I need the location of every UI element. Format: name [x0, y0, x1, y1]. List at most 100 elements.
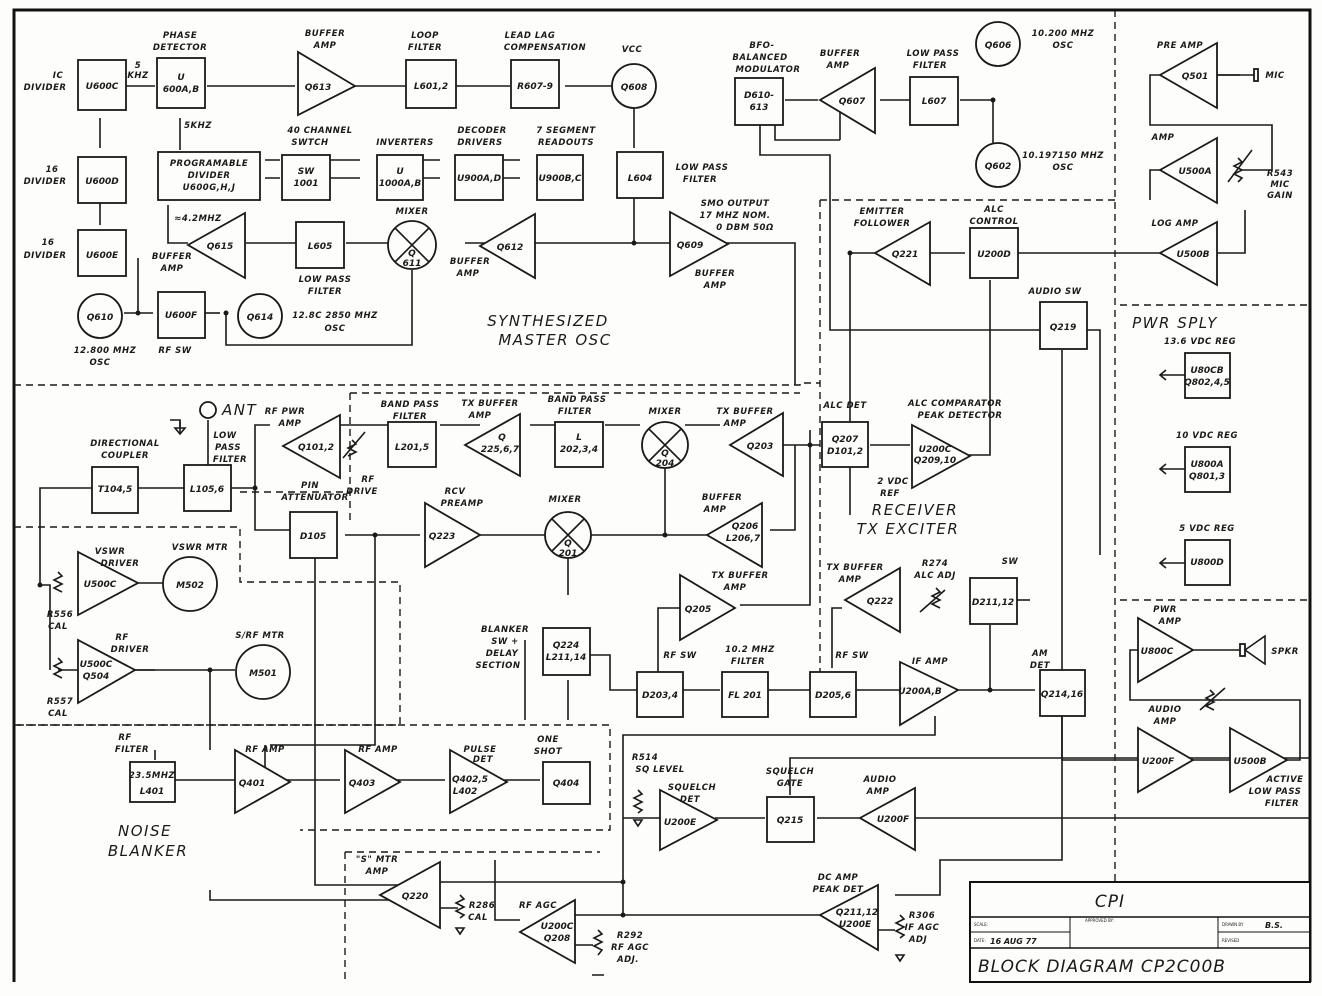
antenna: ANT	[173, 401, 256, 436]
svg-text:VCC: VCC	[622, 45, 643, 55]
svg-text:DET: DET	[473, 755, 494, 765]
r292-pot-icon	[575, 929, 604, 976]
block-q614: Q614 12.8C 2850 MHZ OSC	[237, 293, 378, 339]
svg-text:Q221: Q221	[892, 250, 918, 260]
svg-text:PREAMP: PREAMP	[441, 499, 484, 509]
svg-text:AMP: AMP	[313, 41, 337, 51]
svg-text:2 VDC: 2 VDC	[877, 477, 909, 487]
svg-text:Q608: Q608	[621, 83, 647, 93]
svg-text:COUPLER: COUPLER	[101, 451, 149, 461]
svg-text:L211,14: L211,14	[546, 653, 586, 663]
block-q401: Q401 RF AMP	[234, 745, 292, 815]
svg-text:AMP: AMP	[1151, 133, 1175, 143]
block-q611-mixer: Q 611 MIXER	[387, 207, 437, 270]
svg-text:Q: Q	[661, 449, 669, 459]
svg-text:DECODER: DECODER	[457, 126, 506, 136]
block-q602: Q602 10.197150 MHZ OSC	[975, 142, 1104, 188]
block-t1045: T104,5 DIRECTIONAL COUPLER	[90, 439, 159, 514]
svg-text:204: 204	[656, 459, 675, 469]
svg-text:BLANKER: BLANKER	[481, 625, 529, 635]
r286-pot-icon	[440, 894, 466, 936]
svg-text:LEAD LAG: LEAD LAG	[505, 31, 556, 41]
block-r607: R607-9 LEAD LAG COMPENSATION	[504, 31, 586, 109]
svg-text:SPKR: SPKR	[1271, 647, 1298, 657]
svg-text:Q206: Q206	[732, 522, 758, 532]
svg-text:40 CHANNEL: 40 CHANNEL	[286, 126, 352, 136]
revised-label: REVISED	[1222, 938, 1239, 943]
svg-text:SQUELCH: SQUELCH	[766, 767, 814, 777]
svg-text:U500C: U500C	[80, 660, 113, 670]
svg-text:M501: M501	[249, 669, 277, 679]
svg-text:MIC: MIC	[1265, 71, 1285, 81]
svg-text:BUFFER: BUFFER	[820, 49, 860, 59]
svg-text:AMP: AMP	[703, 505, 727, 515]
section-borders	[14, 10, 1310, 982]
section-synth-subtitle: MASTER OSC	[498, 331, 611, 349]
svg-text:Q801,3: Q801,3	[1189, 472, 1225, 482]
svg-text:DET: DET	[680, 795, 701, 805]
svg-text:Q607: Q607	[839, 97, 866, 107]
svg-text:AMP: AMP	[365, 867, 389, 877]
svg-text:U900A,D: U900A,D	[457, 174, 502, 184]
rf-drive-pot-icon	[346, 439, 358, 457]
svg-text:U600C: U600C	[86, 82, 119, 92]
svg-text:BUFFER: BUFFER	[305, 29, 345, 39]
svg-text:DIVIDER: DIVIDER	[24, 177, 67, 187]
block-u80cb: U80CB Q802,4,5 13.6 VDC REG	[1158, 337, 1236, 399]
svg-text:PHASE: PHASE	[163, 31, 197, 41]
svg-text:U800A: U800A	[1190, 460, 1223, 470]
block-q215: Q215 SQUELCH GATE	[766, 767, 815, 843]
svg-text:BAND PASS: BAND PASS	[381, 400, 440, 410]
svg-text:Q224: Q224	[553, 641, 579, 651]
svg-text:U200F: U200F	[877, 815, 910, 825]
scale-label: SCALE:	[974, 922, 988, 927]
svg-text:DRIVER: DRIVER	[101, 559, 140, 569]
svg-text:AMP: AMP	[160, 264, 184, 274]
svg-text:L105,6: L105,6	[190, 485, 224, 495]
block-q205: Q205 TX BUFFER AMP	[679, 571, 768, 642]
section-synth-title: SYNTHESIZED	[487, 312, 609, 330]
svg-text:RCV: RCV	[445, 487, 467, 497]
svg-text:RF SW: RF SW	[663, 651, 696, 661]
block-q219: Q219 AUDIO SW	[1028, 287, 1088, 350]
svg-text:"S" MTR: "S" MTR	[356, 855, 398, 865]
svg-text:FILTER: FILTER	[115, 745, 149, 755]
block-u500c-rf: U500C Q504 RF DRIVER R557 CAL	[47, 633, 149, 719]
drawn-by: B.S.	[1265, 921, 1283, 930]
section-noise-subtitle: BLANKER	[108, 842, 188, 860]
block-l2024: L 202,3,4 BAND PASS FILTER	[548, 395, 606, 468]
block-u500b-lpf: U500B ACTIVE LOW PASS FILTER	[1229, 726, 1303, 809]
svg-text:CAL: CAL	[468, 913, 488, 923]
block-u600e: U600E 16 DIVIDER	[24, 229, 127, 277]
drawing-frame	[12, 8, 1312, 982]
svg-text:R306: R306	[909, 911, 935, 921]
svg-text:ALC DET: ALC DET	[822, 401, 867, 411]
svg-text:RF: RF	[361, 475, 374, 485]
svg-text:Q606: Q606	[985, 41, 1011, 51]
svg-text:FL 201: FL 201	[728, 691, 762, 701]
svg-text:Q602: Q602	[985, 162, 1011, 172]
company-name: CPI	[1095, 892, 1125, 912]
svg-text:TX BUFFER: TX BUFFER	[826, 563, 883, 573]
block-q224: Q224 L211,14 BLANKER SW + DELAY SECTION	[476, 625, 591, 676]
svg-text:U600F: U600F	[165, 311, 198, 321]
svg-text:ALC COMPARATOR: ALC COMPARATOR	[907, 399, 1002, 409]
svg-text:LOW PASS: LOW PASS	[1249, 787, 1302, 797]
svg-text:AMP: AMP	[1153, 717, 1177, 727]
svg-text:10.197150 MHZ: 10.197150 MHZ	[1022, 151, 1104, 161]
svg-text:Q: Q	[408, 249, 416, 259]
svg-text:U900B,C: U900B,C	[539, 174, 582, 184]
svg-text:R543: R543	[1267, 169, 1293, 179]
svg-text:10.200 MHZ: 10.200 MHZ	[1032, 29, 1095, 39]
block-l6012: L601,2 LOOP FILTER	[405, 31, 457, 109]
svg-text:RF AGC: RF AGC	[611, 943, 649, 953]
svg-text:SW +: SW +	[491, 637, 519, 647]
block-q206: Q206 L206,7 BUFFER AMP	[702, 493, 763, 569]
svg-text:INVERTERS: INVERTERS	[376, 138, 434, 148]
junctions	[37, 97, 1065, 918]
svg-text:RF AMP: RF AMP	[358, 745, 398, 755]
block-q608-vco: Q608 VCC	[611, 45, 657, 109]
svg-text:AMP: AMP	[278, 419, 302, 429]
svg-text:AMP: AMP	[866, 787, 890, 797]
svg-text:1000A,B: 1000A,B	[379, 179, 422, 189]
